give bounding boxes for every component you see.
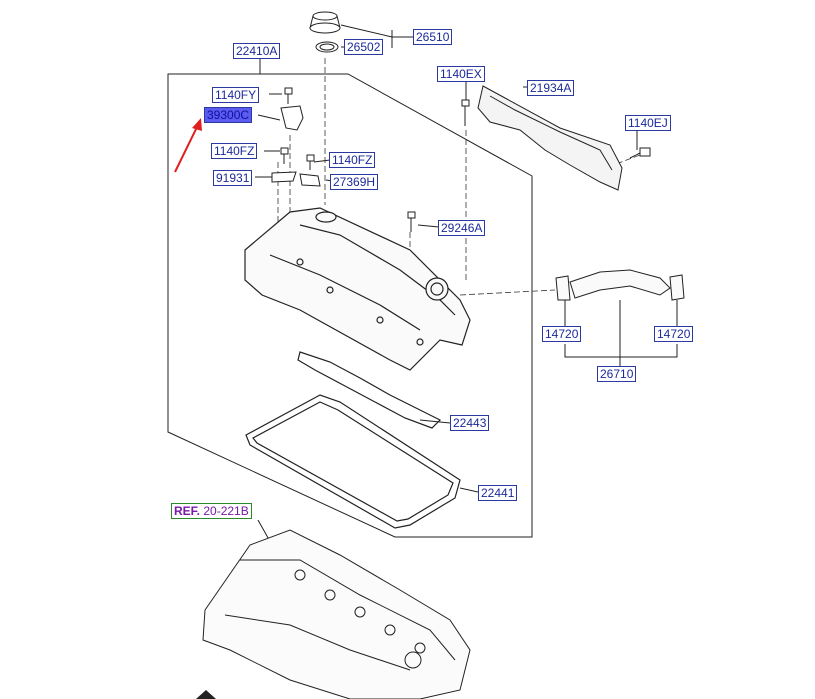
assembly-frame: [167, 73, 533, 538]
part-label-22441[interactable]: 22441: [478, 485, 518, 501]
part-label-27369H[interactable]: 27369H: [330, 174, 379, 190]
part-label-39300C[interactable]: 39300C: [204, 107, 253, 123]
reference-link[interactable]: REF. 20-221B: [171, 503, 252, 519]
part-label-26502[interactable]: 26502: [344, 39, 384, 55]
part-label-21934A[interactable]: 21934A: [527, 80, 575, 96]
part-label-29246A[interactable]: 29246A: [438, 220, 486, 236]
reference-number: 20-221B: [203, 504, 249, 518]
part-label-1140FZ-left[interactable]: 1140FZ: [211, 143, 258, 159]
red-arrow-icon: [174, 118, 202, 173]
part-label-91931[interactable]: 91931: [213, 170, 253, 186]
reference-prefix: REF.: [174, 504, 201, 518]
part-label-1140EX[interactable]: 1140EX: [437, 66, 485, 82]
part-label-22443[interactable]: 22443: [450, 415, 490, 431]
part-label-26710[interactable]: 26710: [597, 366, 637, 382]
part-label-14720-right[interactable]: 14720: [654, 326, 694, 342]
part-label-1140EJ[interactable]: 1140EJ: [625, 115, 671, 131]
part-label-1140FY[interactable]: 1140FY: [212, 87, 260, 103]
part-label-22410A[interactable]: 22410A: [233, 43, 281, 59]
part-label-26510[interactable]: 26510: [413, 29, 453, 45]
part-label-14720-left[interactable]: 14720: [542, 326, 582, 342]
part-label-1140FZ-right[interactable]: 1140FZ: [329, 152, 376, 168]
